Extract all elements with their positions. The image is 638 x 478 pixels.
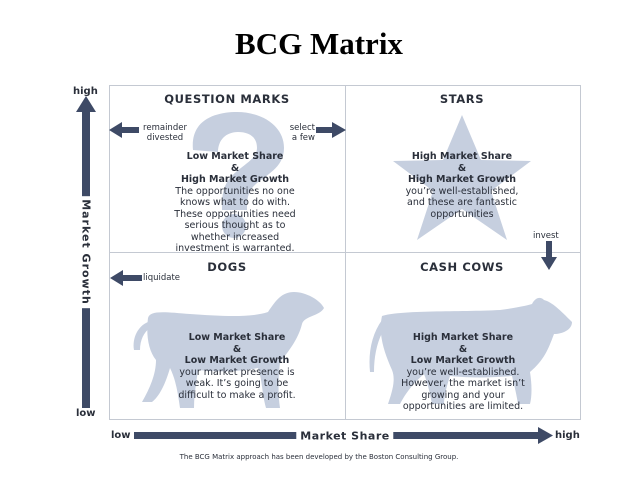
question-marks-growth: High Market Growth xyxy=(145,174,325,186)
invest-note: invest xyxy=(533,231,559,241)
question-marks-amp: & xyxy=(145,163,325,175)
x-axis-high-label: high xyxy=(555,430,580,441)
divest-note-line2: divested xyxy=(140,133,190,143)
y-axis-low-label: low xyxy=(76,408,96,419)
question-marks-desc-4: serious thought as to xyxy=(145,220,325,232)
cash-cows-amp: & xyxy=(373,344,553,356)
footnote: The BCG Matrix approach has been develop… xyxy=(0,453,638,461)
stars-share: High Market Share xyxy=(372,151,552,163)
stars-amp: & xyxy=(372,163,552,175)
question-marks-share: Low Market Share xyxy=(145,151,325,163)
question-marks-desc-1: The opportunities no one xyxy=(145,186,325,198)
liquidate-note: liquidate xyxy=(143,273,180,283)
dogs-amp: & xyxy=(147,344,327,356)
liquidate-arrow xyxy=(110,270,142,286)
dogs-desc-2: weak. It’s going to be xyxy=(147,378,327,390)
cash-cows-desc-3: growing and your xyxy=(373,390,553,402)
dogs-growth: Low Market Growth xyxy=(147,355,327,367)
select-note-line2: a few xyxy=(280,133,315,143)
cash-cows-share: High Market Share xyxy=(373,332,553,344)
question-marks-desc-3: These opportunities need xyxy=(145,209,325,221)
question-marks-desc-5: whether increased xyxy=(145,232,325,244)
cash-cows-title: CASH COWS xyxy=(420,260,504,274)
y-axis-title: Market Growth xyxy=(80,196,93,308)
dogs-share: Low Market Share xyxy=(147,332,327,344)
cash-cows-desc-4: opportunities are limited. xyxy=(373,401,553,413)
question-marks-desc-2: knows what to do with. xyxy=(145,197,325,209)
x-axis-low-label: low xyxy=(111,430,131,441)
dogs-body: Low Market Share & Low Market Growth you… xyxy=(147,332,327,401)
page-title: BCG Matrix xyxy=(0,26,638,62)
stars-body: High Market Share & High Market Growth y… xyxy=(372,151,552,220)
dogs-desc-1: your market presence is xyxy=(147,367,327,379)
stars-title: STARS xyxy=(440,92,484,106)
select-arrow xyxy=(316,122,346,138)
divest-arrow xyxy=(109,122,139,138)
select-note-line1: select xyxy=(280,123,315,133)
y-axis-high-label: high xyxy=(73,86,98,97)
cash-cows-growth: Low Market Growth xyxy=(373,355,553,367)
divest-note: remainder divested xyxy=(140,123,190,143)
x-axis-title: Market Share xyxy=(296,430,393,443)
cash-cows-desc-1: you’re well-established. xyxy=(373,367,553,379)
question-marks-body: Low Market Share & High Market Growth Th… xyxy=(145,151,325,255)
divest-note-line1: remainder xyxy=(140,123,190,133)
stars-desc-1: you’re well-established, xyxy=(372,186,552,198)
select-note: select a few xyxy=(280,123,315,143)
stars-desc-3: opportunities xyxy=(372,209,552,221)
cash-cows-body: High Market Share & Low Market Growth yo… xyxy=(373,332,553,413)
dogs-title: DOGS xyxy=(207,260,246,274)
stars-growth: High Market Growth xyxy=(372,174,552,186)
stars-desc-2: and these are fantastic xyxy=(372,197,552,209)
invest-arrow xyxy=(541,241,557,270)
dogs-desc-3: difficult to make a profit. xyxy=(147,390,327,402)
cash-cows-desc-2: However, the market isn’t xyxy=(373,378,553,390)
question-marks-desc-6: investment is warranted. xyxy=(145,243,325,255)
question-marks-title: QUESTION MARKS xyxy=(164,92,290,106)
